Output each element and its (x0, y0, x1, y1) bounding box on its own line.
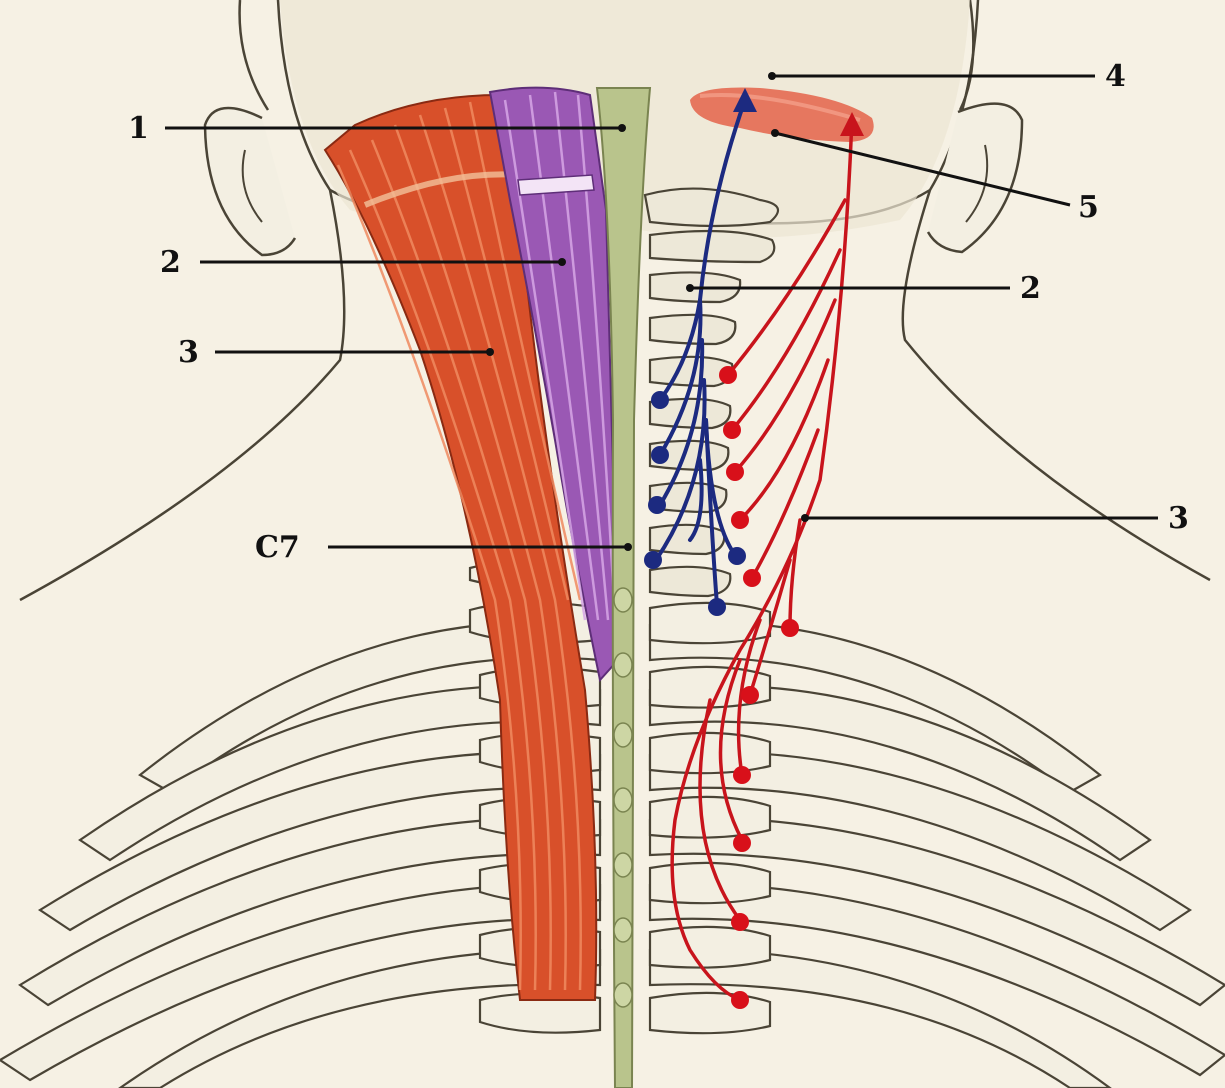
label-5: 5 (1078, 190, 1099, 225)
label-3-left-muscle: 3 (178, 335, 199, 370)
label-1-ligament: 1 (128, 111, 149, 146)
label-2-right-nerve: 2 (1020, 271, 1041, 306)
label-2-left-muscle: 2 (160, 245, 181, 280)
label-3-right-nerve: 3 (1168, 501, 1189, 536)
label-c7: C7 (255, 530, 300, 565)
label-4: 4 (1105, 59, 1126, 94)
left-ear (205, 108, 295, 255)
